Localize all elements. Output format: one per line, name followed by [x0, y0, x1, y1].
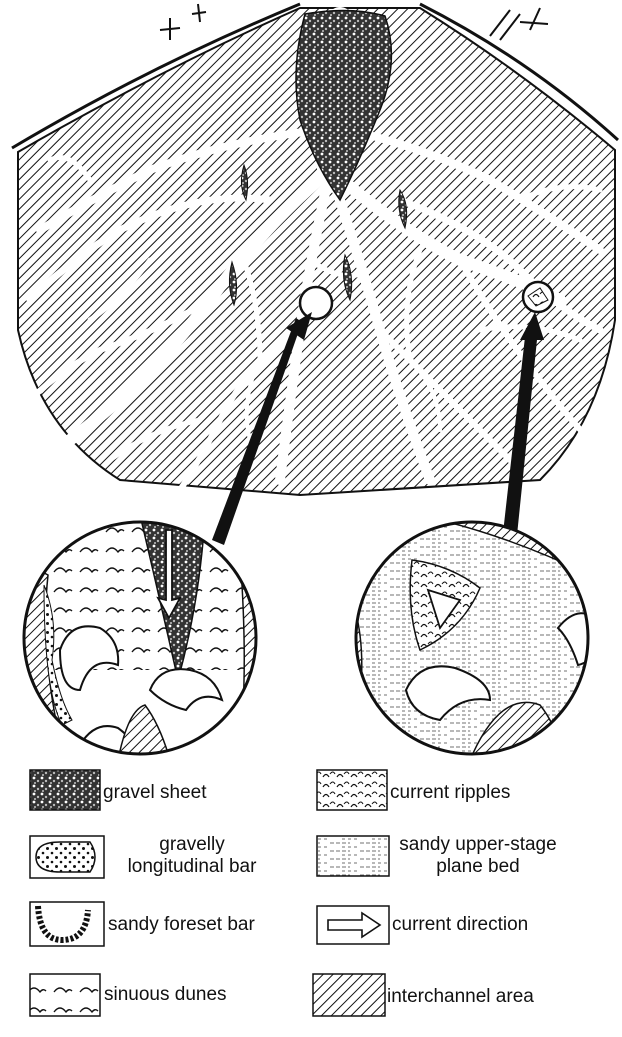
- sandy-upper-stage-plane-bed-swatch: [317, 836, 389, 876]
- interchannel-area-swatch: [313, 974, 385, 1016]
- current-ripples-swatch: [317, 770, 387, 810]
- legend-item-interchannel-area: interchannel area: [313, 974, 534, 1016]
- legend-item-sandy-foreset-bar: sandy foreset bar: [30, 902, 255, 946]
- inset-circle-right: [352, 520, 605, 760]
- legend-item-sandy-upper-stage-plane-bed: sandy upper-stage plane bed: [317, 834, 557, 877]
- gravel-sheet-label: gravel sheet: [103, 782, 207, 803]
- legend-item-sinuous-dunes: sinuous dunes: [30, 974, 227, 1016]
- gravelly-longitudinal-bar-swatch: [36, 842, 95, 872]
- inset-circle-left: [20, 515, 260, 760]
- sandy-upper-stage-plane-bed-label-line2: plane bed: [436, 856, 519, 877]
- sandy-upper-stage-plane-bed-label-line1: sandy upper-stage: [399, 834, 556, 855]
- legend-item-gravel-sheet: gravel sheet: [30, 770, 207, 810]
- gravelly-longitudinal-bar-label-line1: gravelly: [159, 834, 225, 855]
- sandy-foreset-bar-label: sandy foreset bar: [108, 914, 255, 935]
- sinuous-dunes-label: sinuous dunes: [104, 984, 227, 1005]
- gravelly-longitudinal-bar-label-line2: longitudinal bar: [128, 856, 258, 877]
- legend: gravel sheet current ripples gravelly lo…: [30, 770, 557, 1016]
- legend-item-current-direction: current direction: [317, 906, 528, 944]
- current-direction-label: current direction: [392, 914, 528, 935]
- interchannel-area-label: interchannel area: [387, 986, 534, 1007]
- zoom-circle-left-source: [300, 287, 332, 319]
- current-ripples-label: current ripples: [390, 782, 510, 803]
- legend-item-gravelly-longitudinal-bar: gravelly longitudinal bar: [30, 834, 257, 878]
- sinuous-dunes-swatch: [30, 974, 100, 1016]
- gravel-sheet-swatch: [30, 770, 100, 810]
- legend-item-current-ripples: current ripples: [317, 770, 510, 810]
